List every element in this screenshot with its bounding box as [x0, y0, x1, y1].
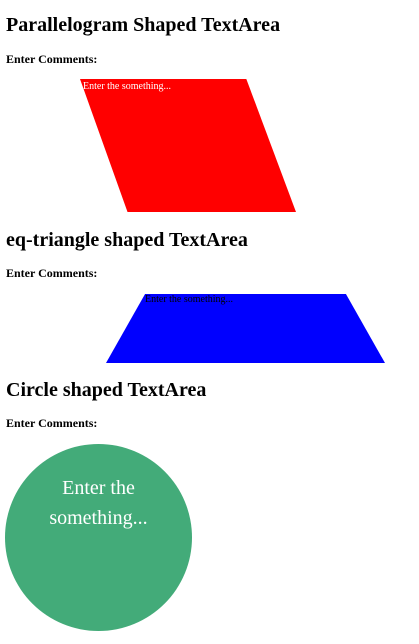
circle-textarea[interactable] [5, 444, 192, 631]
eq-triangle-heading: eq-triangle shaped TextArea [6, 229, 248, 251]
eq-triangle-textarea[interactable] [106, 294, 385, 363]
parallelogram-heading: Parallelogram Shaped TextArea [6, 14, 281, 36]
parallelogram-comments-label: Enter Comments: [6, 52, 98, 66]
parallelogram-textarea[interactable] [80, 79, 296, 212]
eq-triangle-comments-label: Enter Comments: [6, 266, 98, 280]
circle-heading: Circle shaped TextArea [6, 379, 207, 401]
circle-comments-label: Enter Comments: [6, 416, 98, 430]
